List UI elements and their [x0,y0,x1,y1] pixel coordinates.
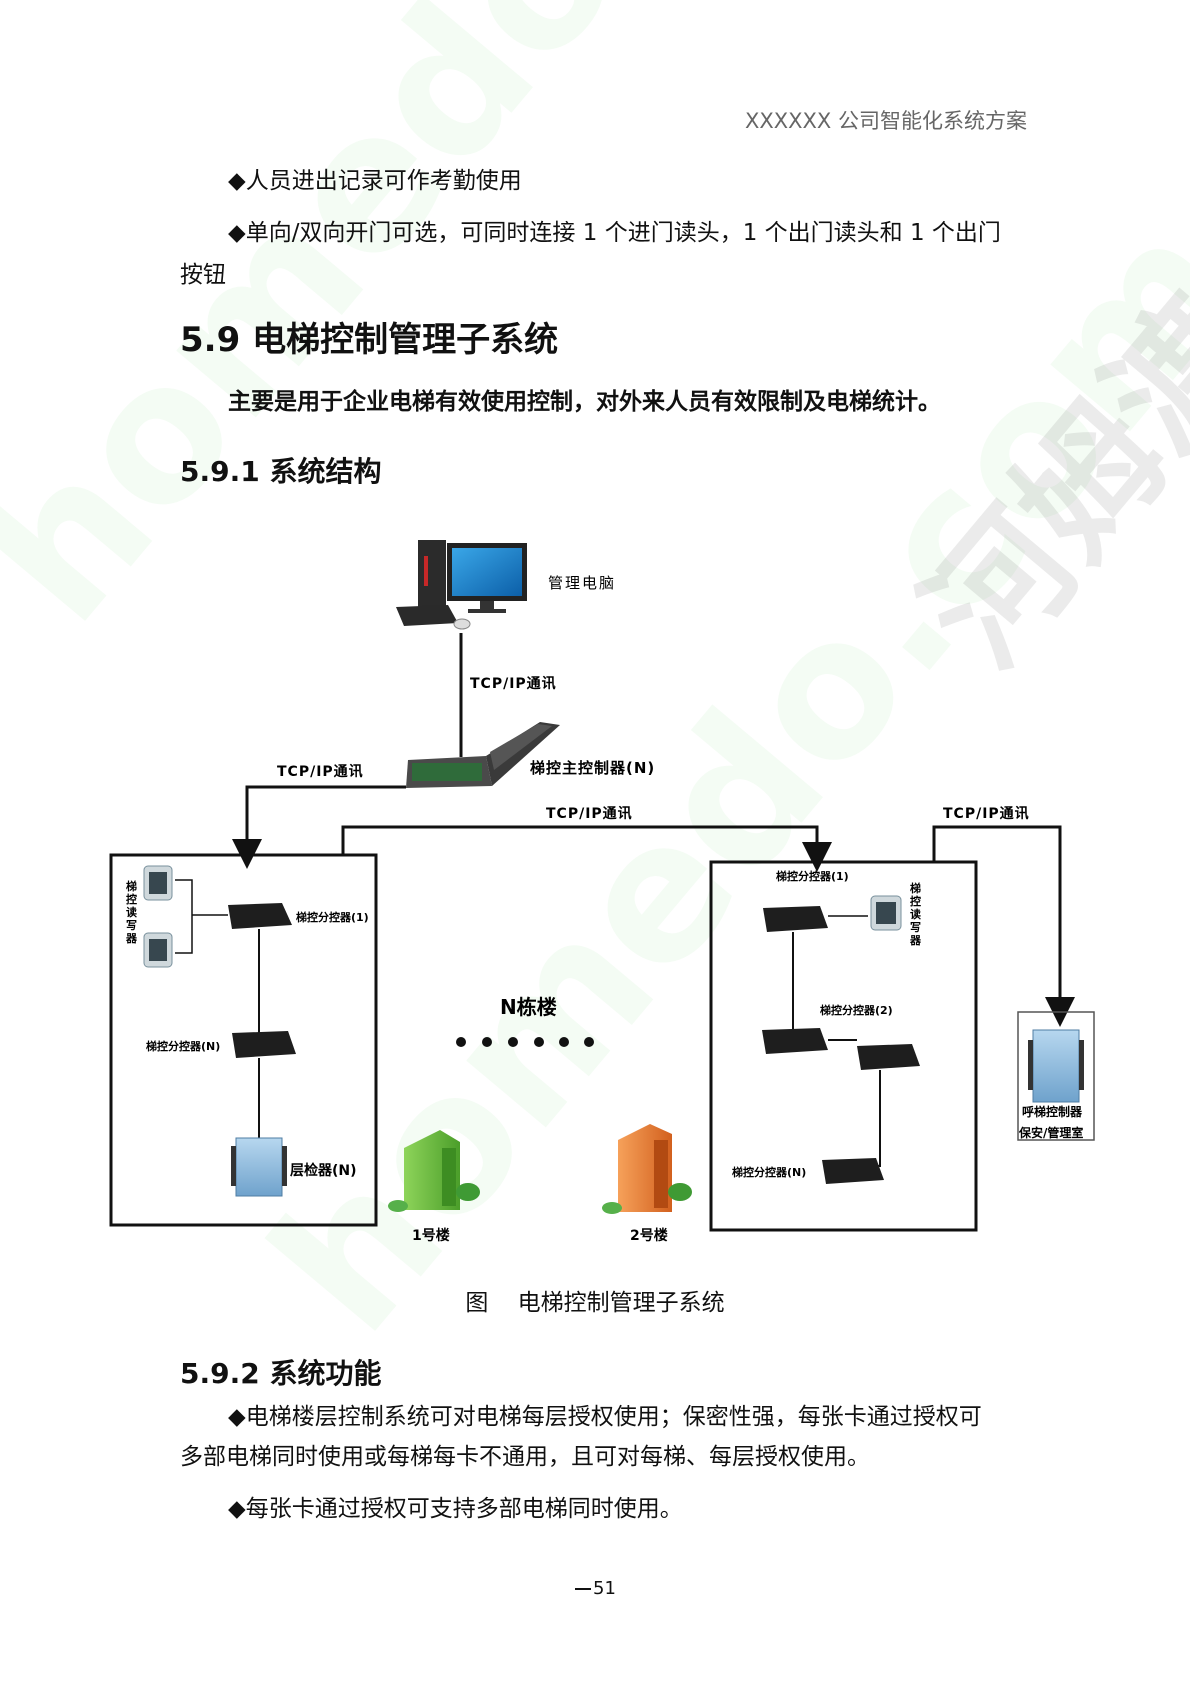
subsection-title-functions: 5.9.2 系统功能 [180,1357,382,1390]
call-controller-frame [1017,1011,1095,1141]
sub-controller-icon [762,1028,828,1054]
subsection-title-structure: 5.9.1 系统结构 [180,455,382,488]
building-2-icon [602,1124,692,1214]
link-label-middle: TCP/IP通讯 [546,806,633,822]
section-lead: 主要是用于企业电梯有效使用控制，对外来人员有效限制及电梯统计。 [228,389,941,415]
main-controller-icon [406,722,560,788]
ellipsis-dots [456,1037,594,1047]
function-line-1: ◆电梯楼层控制系统可对电梯每层授权使用；保密性强，每张卡通过授权可 [228,1404,982,1430]
sub-controller-icon [228,903,292,929]
page-header: XXXXXX 公司智能化系统方案 [745,109,1027,133]
sub-controller-icon [857,1044,920,1070]
management-pc-icon [396,540,527,630]
reader-label-right: 梯控读写器 [909,881,922,947]
main-controller-label: 梯控主控制器(N) [530,759,655,777]
n-buildings-label: N栋楼 [500,995,557,1019]
sub-controller-2-label: 梯控分控器(2) [820,1003,893,1017]
call-controller-icon [1028,1029,1084,1103]
sub-controller-1-label-right: 梯控分控器(1) [776,869,849,883]
intro-bullet-2-cont: 按钮 [180,262,226,288]
card-reader-icon [870,895,902,931]
figure-caption: 图 电梯控制管理子系统 [465,1290,725,1316]
function-line-2: 多部电梯同时使用或每梯每卡不通用，且可对每梯、每层授权使用。 [180,1444,870,1470]
pc-label: 管理电脑 [548,574,616,592]
intro-bullet-1: ◆人员进出记录可作考勤使用 [228,168,522,194]
building-2-box [709,860,978,1232]
function-line-3: ◆每张卡通过授权可支持多部电梯同时使用。 [228,1496,683,1522]
building-1-label: 1号楼 [412,1227,450,1244]
building-2-label: 2号楼 [630,1227,668,1244]
sub-controller-1-label-left: 梯控分控器(1) [296,910,369,924]
reader-label-left: 梯控读写器 [125,879,138,945]
sub-controller-icon [232,1031,296,1058]
section-title: 5.9 电梯控制管理子系统 [180,320,559,360]
sub-controller-icon [822,1158,884,1184]
link-label-left: TCP/IP通讯 [277,764,364,780]
sub-controller-n-label-left: 梯控分控器(N) [146,1039,220,1053]
card-reader-icon [143,865,173,968]
link-label-right: TCP/IP通讯 [943,806,1030,822]
call-controller-label: 呼梯控制器 [1022,1104,1083,1119]
page-number: 51 [575,1578,616,1599]
sub-controller-icon [763,906,828,932]
link-label-pc: TCP/IP通讯 [470,676,557,692]
floor-detector-label: 层检器(N) [290,1162,357,1179]
building-1-box [109,853,378,1227]
floor-detector-icon [231,1137,287,1197]
building-1-icon [388,1130,480,1212]
intro-bullet-2: ◆单向/双向开门可选，可同时连接 1 个进门读头，1 个出门读头和 1 个出门 [228,220,1001,246]
security-room-label: 保安/管理室 [1018,1125,1083,1140]
sub-controller-n-label-right: 梯控分控器(N) [732,1165,806,1179]
page-number-value: 51 [593,1578,616,1599]
